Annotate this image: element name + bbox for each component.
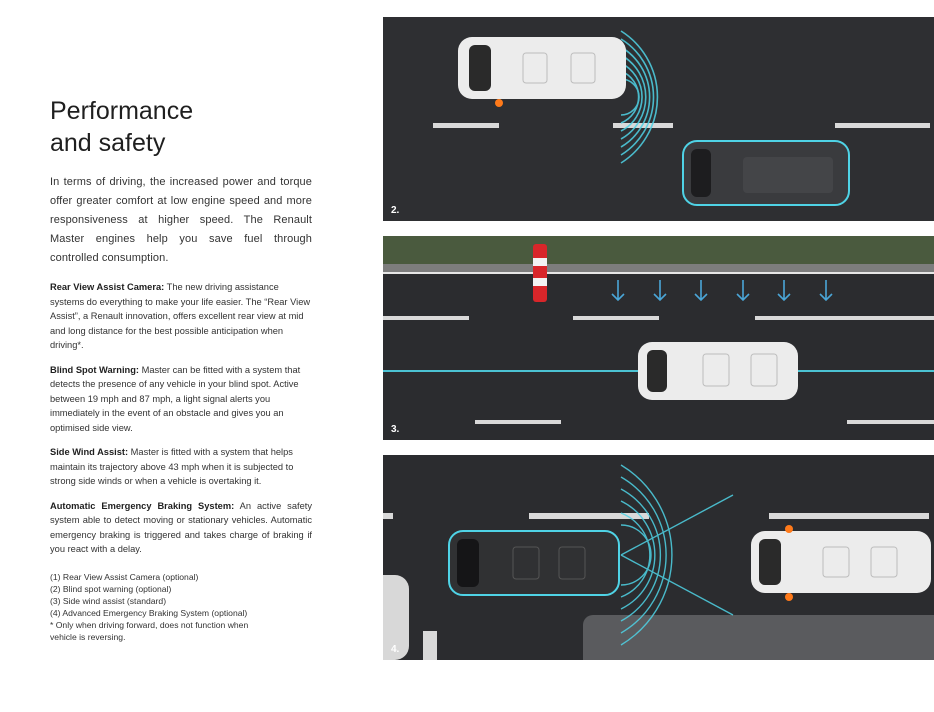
page-title: Performance and safety <box>50 95 312 159</box>
illustration-blind-spot: 2. <box>383 17 934 221</box>
radar-waves <box>620 464 734 646</box>
footnote: (4) Advanced Emergency Braking System (o… <box>50 607 248 618</box>
road-scene-4 <box>383 455 934 660</box>
road-scene-3 <box>383 236 934 440</box>
feature-side-wind-assist: Side Wind Assist: Master is fitted with … <box>50 445 312 489</box>
page-title-line-1: Performance <box>50 97 194 125</box>
feature-heading: Automatic Emergency Braking System: <box>50 500 235 511</box>
feature-text: Master can be fitted with a system that … <box>50 364 301 433</box>
feature-text: Master is fitted with a system that help… <box>50 447 294 486</box>
white-van <box>751 525 931 601</box>
dark-van <box>682 140 850 206</box>
road-scene-2 <box>383 17 934 221</box>
dark-van <box>448 530 620 596</box>
feature-heading: Side Wind Assist: <box>50 447 129 457</box>
page-title-line-2: and safety <box>50 129 166 157</box>
partial-car <box>383 575 409 660</box>
illustration-emergency-braking: 4. <box>383 455 934 660</box>
footnote: * Only when driving forward, does not fu… <box>50 619 249 630</box>
panel-number: 3. <box>391 424 400 435</box>
hedge <box>383 236 934 268</box>
feature-text: An active safety system able to detect m… <box>50 500 312 555</box>
footnote: (2) Blind spot warning (optional) <box>50 583 172 594</box>
lane-marking <box>835 123 930 128</box>
footnote: vehicle is reversing. <box>50 631 126 642</box>
white-van <box>638 342 798 400</box>
feature-rear-view-assist: Rear View Assist Camera: The new driving… <box>50 280 312 353</box>
footnotes: (1) Rear View Assist Camera (optional) (… <box>50 571 312 643</box>
white-van <box>458 37 626 107</box>
feature-text: The new driving assistance systems do ev… <box>50 282 311 350</box>
traffic-cone <box>533 244 547 302</box>
footnote: (3) Side wind assist (standard) <box>50 595 167 606</box>
panel-number: 2. <box>391 205 400 216</box>
panel-number: 4. <box>391 644 400 655</box>
feature-emergency-braking: Automatic Emergency Braking System: An a… <box>50 499 312 557</box>
lane-marking <box>433 123 499 128</box>
text-column: Performance and safety In terms of drivi… <box>50 95 312 643</box>
illustration-side-wind: 3. <box>383 236 934 440</box>
intro-paragraph: In terms of driving, the increased power… <box>50 176 312 264</box>
sensor-waves <box>620 30 659 164</box>
feature-blind-spot-warning: Blind Spot Warning: Master can be fitted… <box>50 363 312 436</box>
wind-arrows <box>611 280 833 302</box>
feature-heading: Rear View Assist Camera: <box>50 282 165 292</box>
feature-heading: Blind Spot Warning: <box>50 364 139 375</box>
footnote: (1) Rear View Assist Camera (optional) <box>50 571 199 582</box>
sidewalk <box>583 615 934 660</box>
